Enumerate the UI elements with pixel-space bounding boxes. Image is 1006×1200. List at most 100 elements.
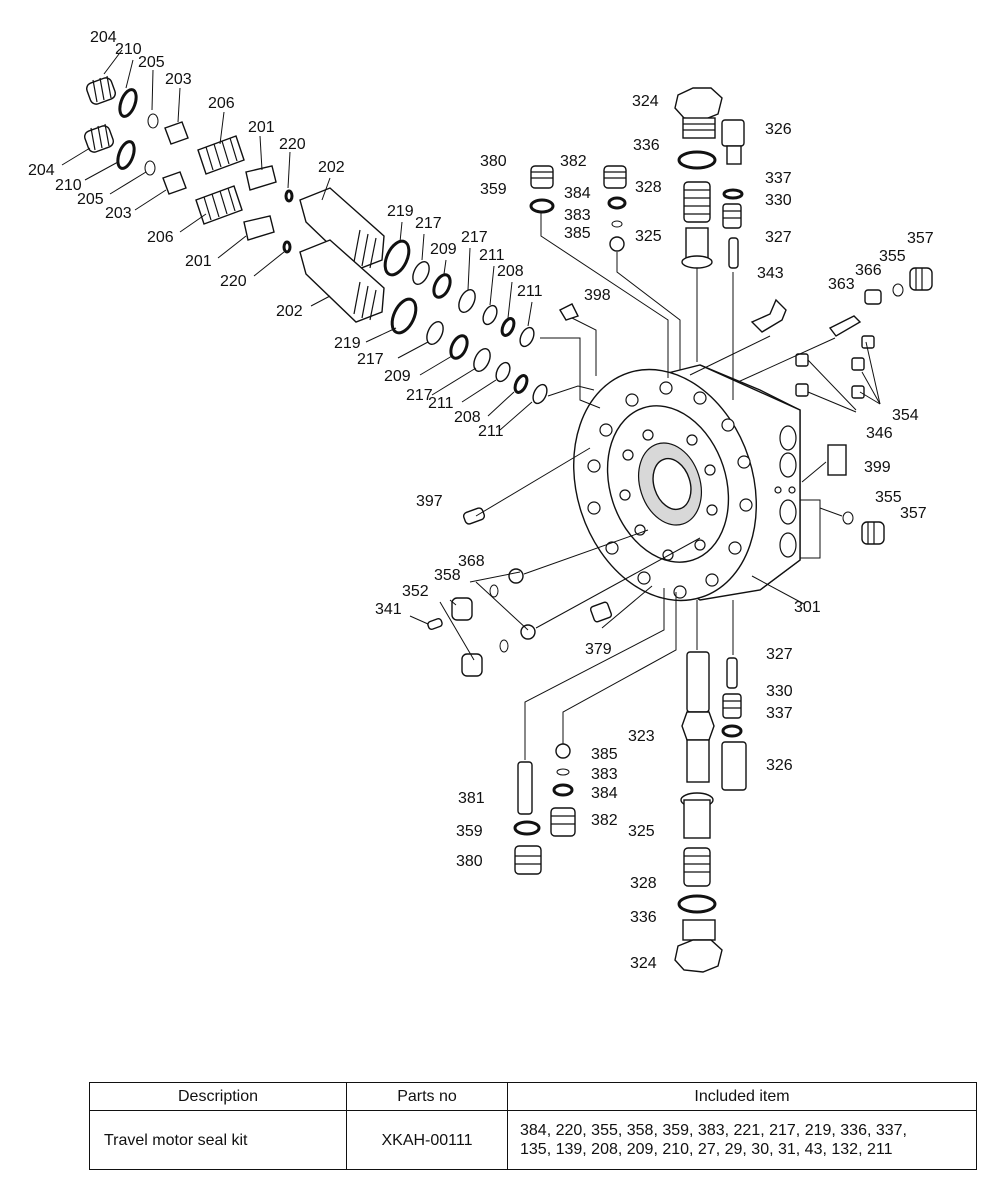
callout-219: 219 [387,203,414,220]
callout-382b: 382 [591,812,618,829]
callout-211c: 211 [428,395,454,412]
callout-398: 398 [584,287,611,304]
callout-325: 325 [635,228,662,245]
callout-206: 206 [208,95,235,112]
exploded-parts-diagram: 204 210 205 203 206 201 220 202 204 210 … [28,29,934,973]
callout-220: 220 [279,136,306,153]
relief-valve-upper [86,75,385,271]
callout-206b: 206 [147,229,174,246]
callout-384: 384 [564,185,591,202]
callout-383: 383 [564,207,591,224]
valve-body-301 [573,364,801,602]
callout-385: 385 [564,225,591,242]
callout-219b: 219 [334,335,361,352]
callout-354: 354 [892,407,919,424]
callout-381: 381 [458,790,485,807]
callout-323: 323 [628,728,655,745]
callout-346: 346 [866,425,893,442]
callout-labels: 204 210 205 203 206 201 220 202 204 210 … [28,29,934,972]
callout-358: 358 [434,567,461,584]
relief-valve-lower [84,123,385,323]
callout-204: 204 [90,29,117,46]
lower-left-parts [427,507,613,677]
top-valve-stack [529,87,745,269]
callout-325b: 325 [628,823,655,840]
header-description: Description [89,1082,347,1111]
callout-380b: 380 [456,853,483,870]
callout-341: 341 [375,601,402,618]
included-items-line-1: 384, 220, 355, 358, 359, 383, 221, 217, … [520,1122,907,1139]
callout-217: 217 [415,215,442,232]
callout-385b: 385 [591,746,618,763]
cell-parts-no: XKAH-00111 [346,1110,508,1170]
cell-included-items: 384, 220, 355, 358, 359, 383, 221, 217, … [507,1110,977,1170]
callout-383b: 383 [591,766,618,783]
right-side-parts [559,267,933,545]
callout-201: 201 [248,119,275,136]
callout-330: 330 [765,192,792,209]
callout-337: 337 [765,170,792,187]
callout-220b: 220 [220,273,247,290]
callout-328b: 328 [630,875,657,892]
callout-337b: 337 [766,705,793,722]
callout-326b: 326 [766,757,793,774]
callout-204b: 204 [28,162,55,179]
leader-lines [61,49,881,760]
callout-324: 324 [632,93,659,110]
seal-kit-table: Description Parts no Included item Trave… [89,1082,977,1170]
callout-355b: 355 [875,489,902,506]
callout-211: 211 [479,247,505,264]
callout-366: 366 [855,262,882,279]
callout-359: 359 [480,181,507,198]
callout-379: 379 [585,641,612,658]
callout-326: 326 [765,121,792,138]
callout-363: 363 [828,276,855,293]
callout-208: 208 [497,263,524,280]
header-parts-no: Parts no [346,1082,508,1111]
callout-205: 205 [138,54,165,71]
callout-327: 327 [765,229,792,246]
callout-343: 343 [757,265,784,282]
callout-202: 202 [318,159,345,176]
callout-357: 357 [907,230,934,247]
callout-397: 397 [416,493,443,510]
callout-301: 301 [794,599,821,616]
callout-355: 355 [879,248,906,265]
callout-202b: 202 [276,303,303,320]
callout-399: 399 [864,459,891,476]
callout-357b: 357 [900,505,927,522]
callout-380: 380 [480,153,507,170]
callout-328: 328 [635,179,662,196]
callout-217b: 217 [461,229,488,246]
callout-210: 210 [115,41,142,58]
callout-210b: 210 [55,177,82,194]
callout-324b: 324 [630,955,657,972]
seal-rings-left [383,239,548,405]
table-header-row: Description Parts no Included item [89,1082,977,1111]
callout-336b: 336 [630,909,657,926]
callout-209b: 209 [384,368,411,385]
callout-203b: 203 [105,205,132,222]
callout-327b: 327 [766,646,793,663]
callout-203: 203 [165,71,192,88]
callout-217d: 217 [406,387,433,404]
callout-336: 336 [633,137,660,154]
callout-352: 352 [402,583,429,600]
header-included-item: Included item [507,1082,977,1111]
callout-201b: 201 [185,253,212,270]
callout-382: 382 [560,153,587,170]
callout-211b: 211 [517,283,543,300]
callout-217c: 217 [357,351,384,368]
cell-description: Travel motor seal kit [89,1110,347,1170]
callout-209: 209 [430,241,457,258]
callout-368: 368 [458,553,485,570]
included-items-line-2: 135, 139, 208, 209, 210, 27, 29, 30, 31,… [520,1141,893,1158]
callout-359b: 359 [456,823,483,840]
callout-205b: 205 [77,191,104,208]
table-row: Travel motor seal kit XKAH-00111 384, 22… [89,1110,977,1170]
lower-valve-stack [513,651,747,973]
callout-384b: 384 [591,785,618,802]
callout-211d: 211 [478,423,504,440]
callout-208b: 208 [454,409,481,426]
callout-330b: 330 [766,683,793,700]
